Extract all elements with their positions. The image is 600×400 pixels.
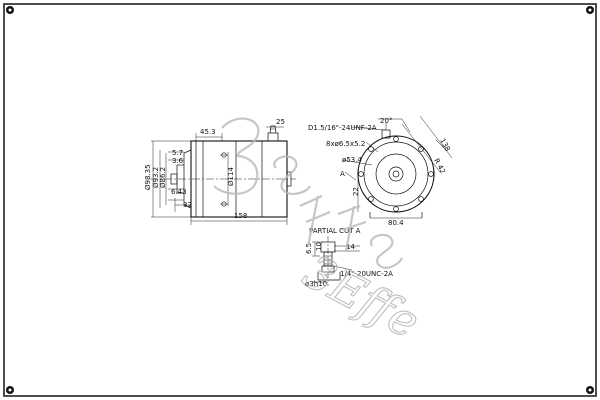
dim-3-6: 3.6: [172, 157, 184, 165]
partial-cut-title: PARTIAL CUT A: [309, 227, 361, 235]
thread-spec-cut: 1/4"-20UNC-2A: [340, 270, 393, 278]
dim-6-43: 6.43: [171, 188, 187, 196]
corner-rivet-icon: [6, 6, 14, 14]
corner-rivet-icon: [586, 6, 594, 14]
dim-158: 158: [234, 212, 247, 220]
holes-spec: 8xø6.5x5.2: [326, 140, 365, 148]
section-label-a: A: [340, 170, 345, 178]
dim-114: Ø114: [227, 167, 235, 186]
dim-25: 25: [276, 118, 285, 126]
dim-5-7: 5.7: [172, 149, 183, 157]
dim-3h10: ø3h10: [305, 280, 327, 288]
dim-22: 22: [352, 187, 360, 196]
dim-32: 32: [183, 201, 192, 209]
dim-86-2: Ø86.2: [159, 167, 167, 188]
end-view: D1.5/16"-24UNF-2A 20° 8xø6.5x5.2 ø53.4 A…: [308, 115, 453, 227]
corner-rivet-icon: [586, 386, 594, 394]
drawing-frame: [3, 3, 597, 397]
dim-53-4: ø53.4: [342, 156, 362, 164]
dim-138: 138: [438, 137, 451, 153]
dim-10: 10: [315, 242, 323, 251]
dim-80-4: 80.4: [388, 219, 404, 227]
thread-spec: D1.5/16"-24UNF-2A: [308, 124, 377, 132]
dim-93-2: Ø93.2: [152, 167, 160, 188]
corner-rivet-icon: [6, 386, 14, 394]
dim-14: 14: [346, 243, 355, 251]
watermark-text: 3Effe: [295, 244, 429, 349]
dim-6-5: 6.5: [305, 243, 313, 254]
dim-98-35: Ø98.35: [144, 164, 152, 190]
side-view: 45.3 25 5.7 3.6 Ø98.35 Ø93.2 Ø86.2 6.43 …: [144, 118, 296, 225]
dim-45-3: 45.3: [200, 128, 216, 136]
partial-cut-view: PARTIAL CUT A 6.5 10 14 1/4"-20UNC-2A ø3…: [305, 227, 393, 288]
dim-20-deg: 20°: [380, 117, 392, 125]
